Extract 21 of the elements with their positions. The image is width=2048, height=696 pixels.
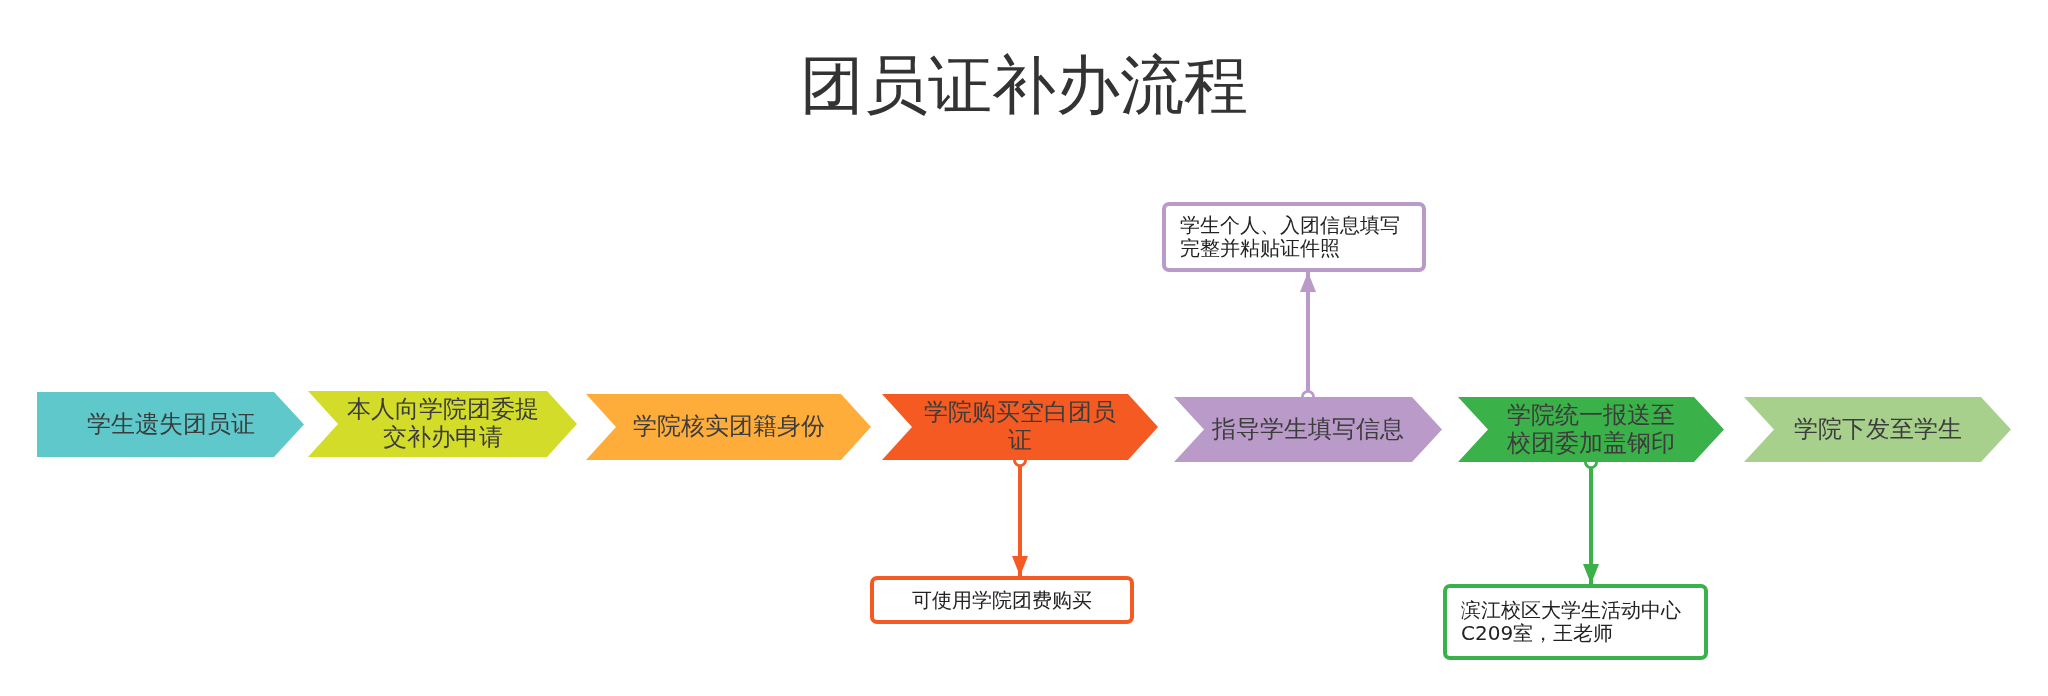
chevron-step <box>37 392 304 457</box>
chevron-step <box>586 394 871 460</box>
note-box <box>870 576 1134 624</box>
step-text: 学院统一报送至校团委加盖钢印 <box>1506 401 1676 458</box>
chevron-step <box>1174 397 1442 462</box>
chevron-step <box>882 394 1158 460</box>
chevron-step <box>1744 397 2011 462</box>
note-box <box>1443 584 1708 660</box>
note-box <box>1162 202 1426 272</box>
step-text: 学院下发至学生 <box>1792 415 1963 444</box>
step-text: 本人向学院团委提交补办申请 <box>345 396 540 452</box>
chevron-step <box>1458 397 1724 462</box>
step-text: 学生遗失团员证 <box>85 410 256 439</box>
step-text: 滨江校区大学生活动中心C209室，王老师 <box>1460 599 1682 645</box>
diagram-title: 团员证补办流程 <box>799 47 1249 124</box>
step-text: 学院购买空白团员证 <box>923 399 1117 455</box>
step-text: 学生个人、入团信息填写完整并粘贴证件照 <box>1179 214 1401 260</box>
step-text: 可使用学院团费购买 <box>911 588 1093 612</box>
step-text: 学院核实团籍身份 <box>631 413 826 441</box>
chevron-step <box>308 391 577 457</box>
step-text: 指导学生填写信息 <box>1211 415 1405 444</box>
